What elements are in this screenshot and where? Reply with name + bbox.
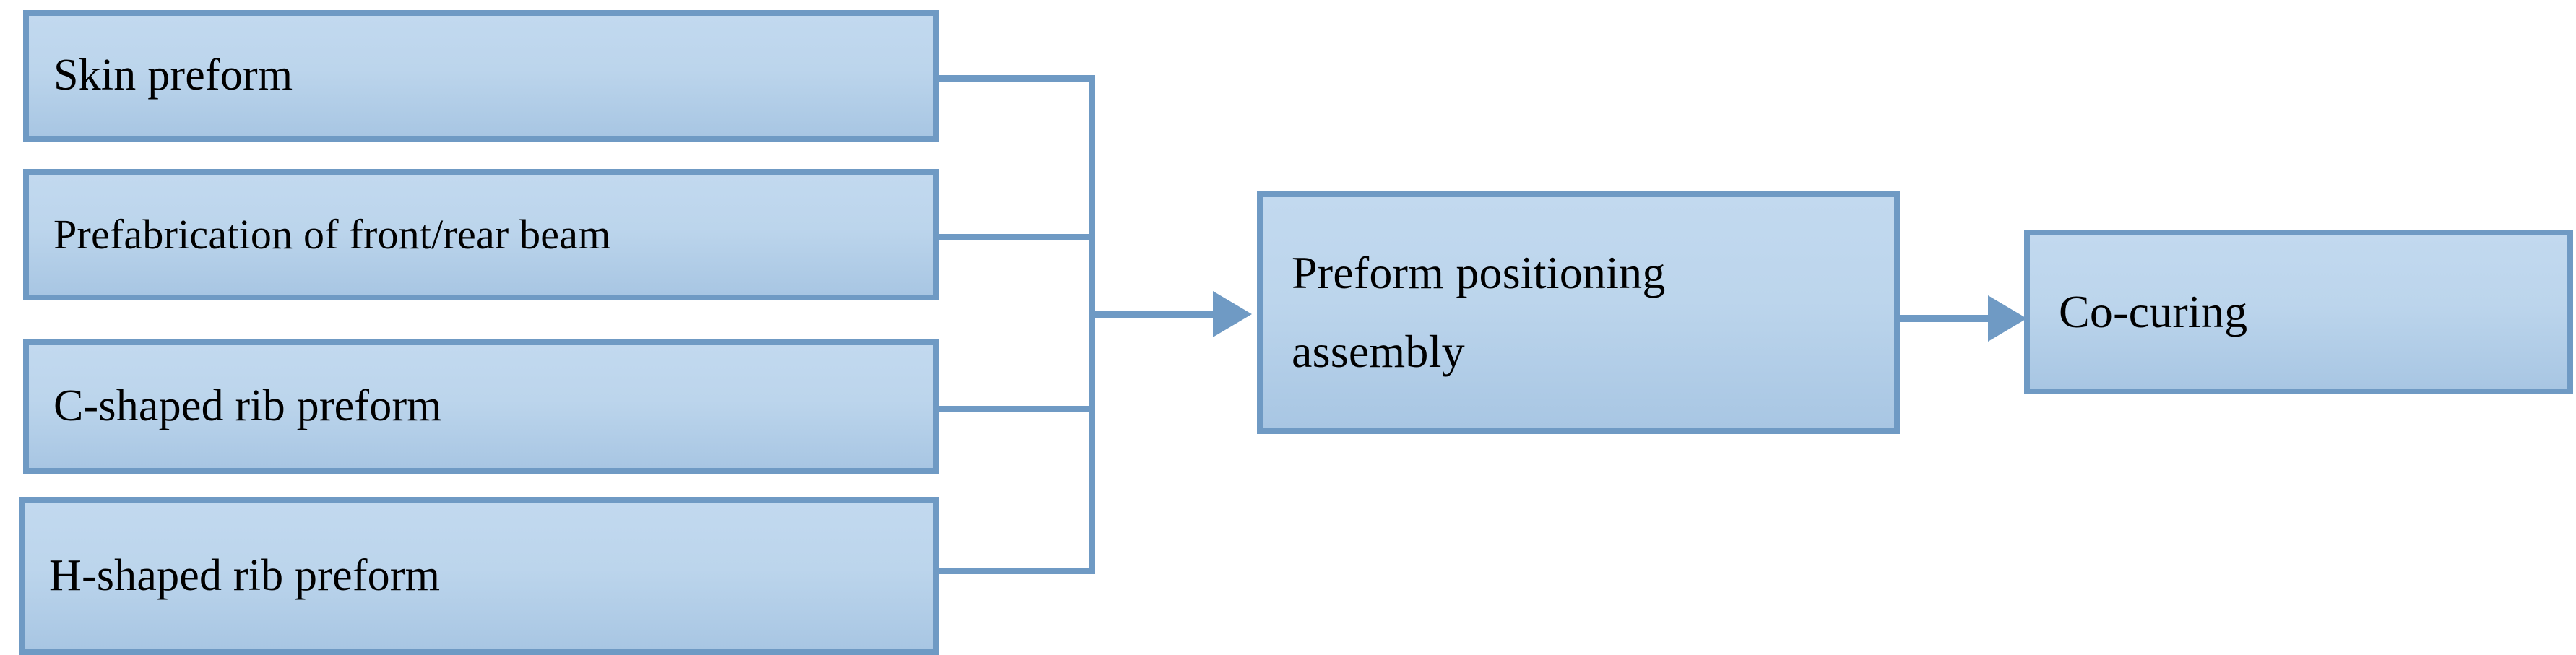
node-skin-preform[interactable]: Skin preform — [23, 10, 939, 142]
node-c-shaped-rib-preform-label: C-shaped rib preform — [53, 381, 442, 431]
node-c-shaped-rib-preform[interactable]: C-shaped rib preform — [23, 339, 939, 474]
arrow-merge-to-preform-assembly-head-icon — [1213, 291, 1252, 337]
connector-stub-c-shaped-rib — [939, 406, 1095, 412]
node-skin-preform-label: Skin preform — [53, 51, 293, 100]
node-h-shaped-rib-preform[interactable]: H-shaped rib preform — [19, 497, 939, 655]
connector-stub-prefabrication-beam — [939, 234, 1095, 240]
node-h-shaped-rib-preform-label: H-shaped rib preform — [49, 550, 441, 600]
arrow-merge-to-preform-assembly-shaft — [1089, 311, 1213, 318]
arrow-assembly-to-co-curing-shaft — [1900, 315, 1988, 322]
connector-stub-skin-preform — [939, 75, 1095, 82]
connector-merge-spine — [1089, 75, 1095, 574]
node-prefabrication-front-rear-beam[interactable]: Prefabrication of front/rear beam — [23, 169, 939, 300]
node-preform-positioning-assembly-label: Preform positioning assembly — [1292, 247, 1666, 377]
node-prefabrication-front-rear-beam-label: Prefabrication of front/rear beam — [53, 210, 611, 258]
connector-stub-h-shaped-rib — [939, 568, 1095, 574]
arrow-assembly-to-co-curing-head-icon — [1988, 295, 2027, 342]
node-co-curing[interactable]: Co-curing — [2024, 230, 2573, 394]
node-co-curing-label: Co-curing — [2059, 286, 2248, 338]
node-preform-positioning-assembly[interactable]: Preform positioning assembly — [1257, 191, 1900, 434]
